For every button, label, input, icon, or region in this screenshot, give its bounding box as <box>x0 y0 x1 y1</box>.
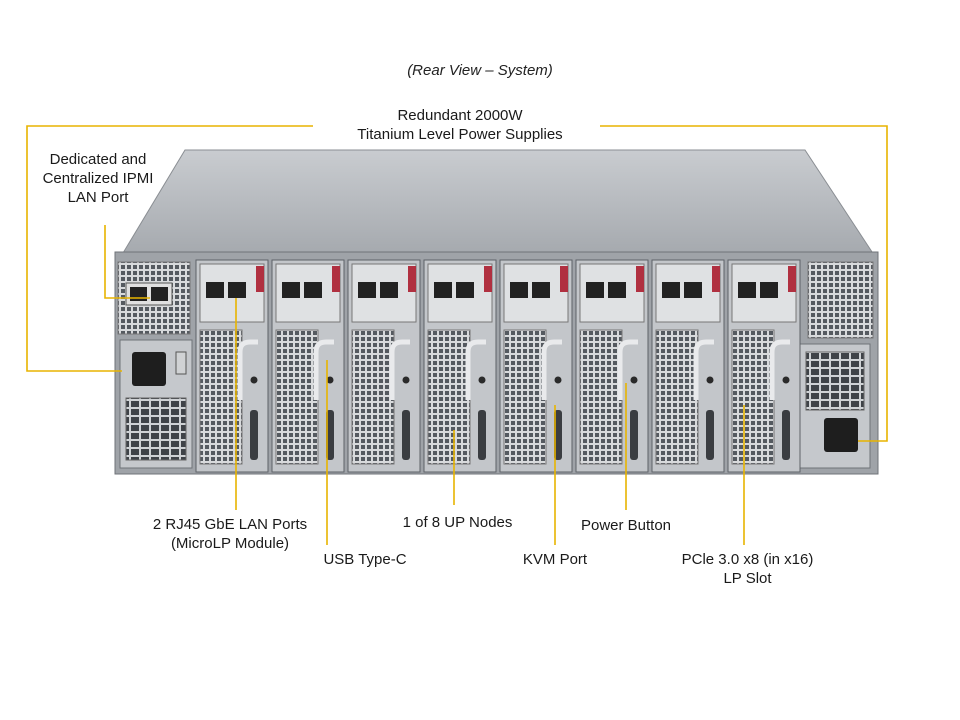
callout-lines <box>26 125 888 545</box>
right-vent <box>807 261 874 339</box>
node-latch <box>256 266 264 292</box>
pcie-slot <box>630 410 638 460</box>
node-grille <box>427 329 471 465</box>
node-latch <box>560 266 568 292</box>
server-node <box>499 259 573 473</box>
node-handle <box>693 339 714 400</box>
server-node <box>575 259 649 473</box>
pcie-slot <box>326 410 334 460</box>
rj45-port <box>608 282 626 298</box>
node-grille <box>579 329 623 465</box>
rj45-port <box>684 282 702 298</box>
pcie-slot <box>706 410 714 460</box>
power-button <box>402 376 410 384</box>
label-power-button: Power Button <box>580 517 672 534</box>
node-latch <box>712 266 720 292</box>
rj45-port <box>228 282 246 298</box>
callout-psu-right <box>600 125 888 442</box>
node-handle <box>237 339 258 400</box>
rj45-port <box>738 282 756 298</box>
node-latch <box>484 266 492 292</box>
rj45-port <box>358 282 376 298</box>
label-power-supplies: Redundant 2000W Titanium Level Power Sup… <box>357 107 563 143</box>
chassis-top <box>119 149 877 259</box>
label-nodes: 1 of 8 UP Nodes <box>402 514 513 531</box>
pcie-slot <box>402 410 410 460</box>
rj45-port <box>662 282 680 298</box>
server-node <box>271 259 345 473</box>
pcie-slot <box>554 410 562 460</box>
diagram-title: (Rear View – System) <box>407 62 553 79</box>
rj45-port <box>456 282 474 298</box>
server-node <box>423 259 497 473</box>
server-node <box>195 259 269 473</box>
rj45-port <box>760 282 778 298</box>
rj45-port <box>532 282 550 298</box>
power-inlet-left <box>132 352 166 386</box>
node-latch <box>636 266 644 292</box>
power-button <box>706 376 714 384</box>
node-grille <box>351 329 395 465</box>
node-grille <box>731 329 775 465</box>
rj45-port <box>434 282 452 298</box>
node-grille <box>655 329 699 465</box>
callout-psu-left <box>26 125 313 372</box>
rj45-port <box>586 282 604 298</box>
rj45-port <box>206 282 224 298</box>
label-pcie: PCle 3.0 x8 (in x16) LP Slot <box>681 551 814 587</box>
power-button <box>554 376 562 384</box>
label-ipmi: Dedicated and Centralized IPMI LAN Port <box>42 151 154 206</box>
callout-ipmi <box>104 225 150 299</box>
node-handle <box>769 339 790 400</box>
server-node <box>727 259 801 473</box>
server-node <box>651 259 725 473</box>
label-usb: USB Type-C <box>323 551 407 568</box>
node-grille <box>503 329 547 465</box>
node-grille <box>275 329 319 465</box>
node-handle <box>541 339 562 400</box>
power-button <box>250 376 258 384</box>
node-handle <box>465 339 486 400</box>
rj45-port <box>282 282 300 298</box>
power-inlet-right <box>824 418 858 452</box>
pcie-slot <box>782 410 790 460</box>
label-lan-ports: 2 RJ45 GbE LAN Ports (MicroLP Module) <box>152 516 308 552</box>
rj45-port <box>304 282 322 298</box>
node-latch <box>408 266 416 292</box>
power-button <box>478 376 486 384</box>
node-handle <box>313 339 334 400</box>
node-grille <box>199 329 243 465</box>
node-handle <box>389 339 410 400</box>
power-button <box>630 376 638 384</box>
server-node <box>347 259 421 473</box>
power-button <box>326 376 334 384</box>
rj45-port <box>380 282 398 298</box>
node-group <box>195 259 801 473</box>
node-latch <box>332 266 340 292</box>
pcie-slot <box>250 410 258 460</box>
rj45-port <box>510 282 528 298</box>
node-handle <box>617 339 638 400</box>
pcie-slot <box>478 410 486 460</box>
label-kvm: KVM Port <box>522 551 588 568</box>
node-latch <box>788 266 796 292</box>
power-button <box>782 376 790 384</box>
